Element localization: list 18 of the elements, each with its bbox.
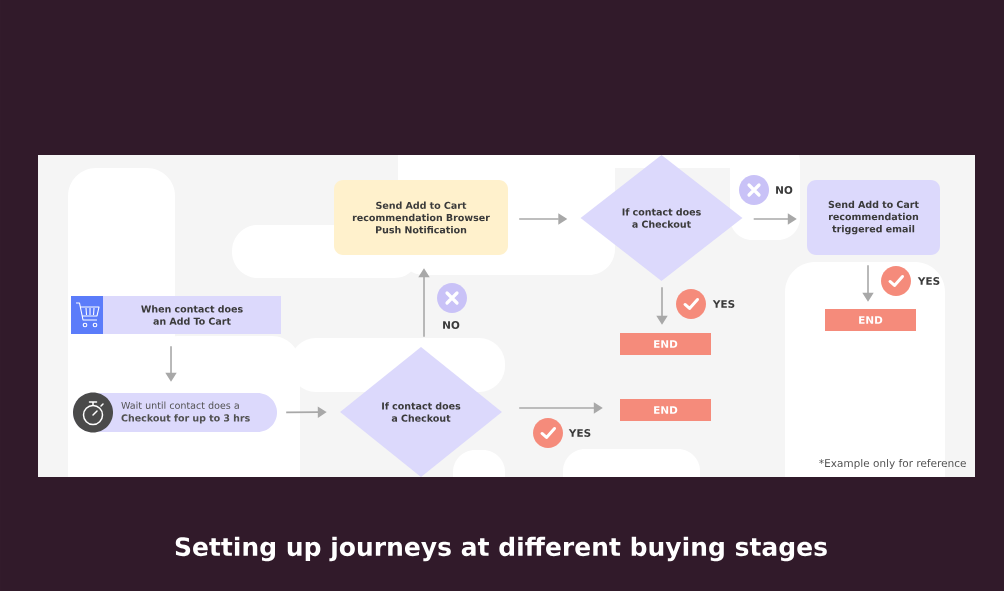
arrow [752, 213, 797, 225]
action-box: Send Add to Cart recommendation Browser Push Notification [334, 180, 508, 255]
end-box: END [620, 333, 711, 355]
arrow [656, 286, 668, 325]
end-box: END [825, 309, 916, 331]
action-box: Send Add to Cart recommendation triggered email [807, 180, 940, 255]
caption: Setting up journeys at different buying stages [175, 536, 827, 562]
edge-label: NO [776, 186, 793, 194]
arrow [862, 264, 874, 302]
edge-label: NO [443, 321, 460, 329]
arrow [518, 402, 603, 414]
end-box: END [620, 399, 711, 421]
trigger-box: When contact does an Add To Cart [103, 296, 281, 334]
edge-label: YES [568, 429, 591, 437]
edge-label: YES [712, 300, 735, 308]
edge-label: YES [917, 277, 940, 285]
arrow [418, 268, 430, 338]
note: *Example only for reference [819, 458, 966, 470]
